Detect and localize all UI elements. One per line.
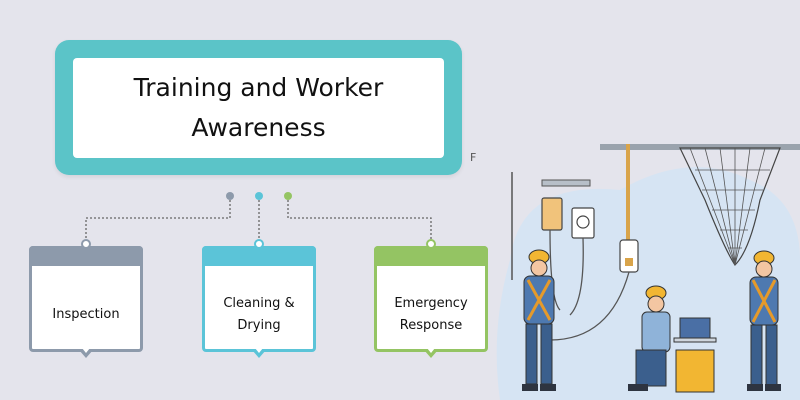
card-inspection: Inspection [29,246,143,358]
laptop-icon [679,317,711,339]
anchor-cleaning [254,239,264,249]
card-tail-inner [82,348,90,353]
card-label-cleaning-drying: Cleaning & Drying [223,296,295,333]
dot-cleaning [255,192,263,200]
workers-fall-protection-illustration [496,144,800,400]
worker-right-icon [747,250,781,391]
anchor-inspection [81,239,91,249]
title-box: Training and Worker Awareness [73,58,444,158]
connector-inspection [85,196,231,244]
page-title: Training and Worker Awareness [133,73,384,142]
card-tail [424,350,438,358]
card-tail-inner [427,348,435,353]
card-tail-inner [255,348,263,353]
meter-window [625,258,633,266]
card-cap [29,246,143,266]
anchor-pole [626,144,630,244]
gauge-icon [576,215,590,229]
card-cleaning-drying: Cleaning & Drying [202,246,316,358]
worker-left-icon [522,249,556,391]
dot-inspection [226,192,234,200]
stray-mark: F [470,151,477,164]
device-left-icon [541,197,563,231]
meter-icon [619,239,639,273]
worker-center-icon [628,285,671,391]
title-frame: Training and Worker Awareness [55,40,462,175]
dot-emergency [284,192,292,200]
connector-emergency [287,196,432,244]
toolbox-icon [675,349,715,393]
card-tail [252,350,266,358]
card-label-emergency-response: Emergency Response [394,296,468,333]
card-cap [202,246,316,266]
anchor-emergency [426,239,436,249]
safety-net [679,147,781,266]
card-tail [79,350,93,358]
rail [541,179,591,187]
ceiling-beam [600,144,800,150]
card-label-inspection: Inspection [52,307,120,322]
card-cap [374,246,488,266]
